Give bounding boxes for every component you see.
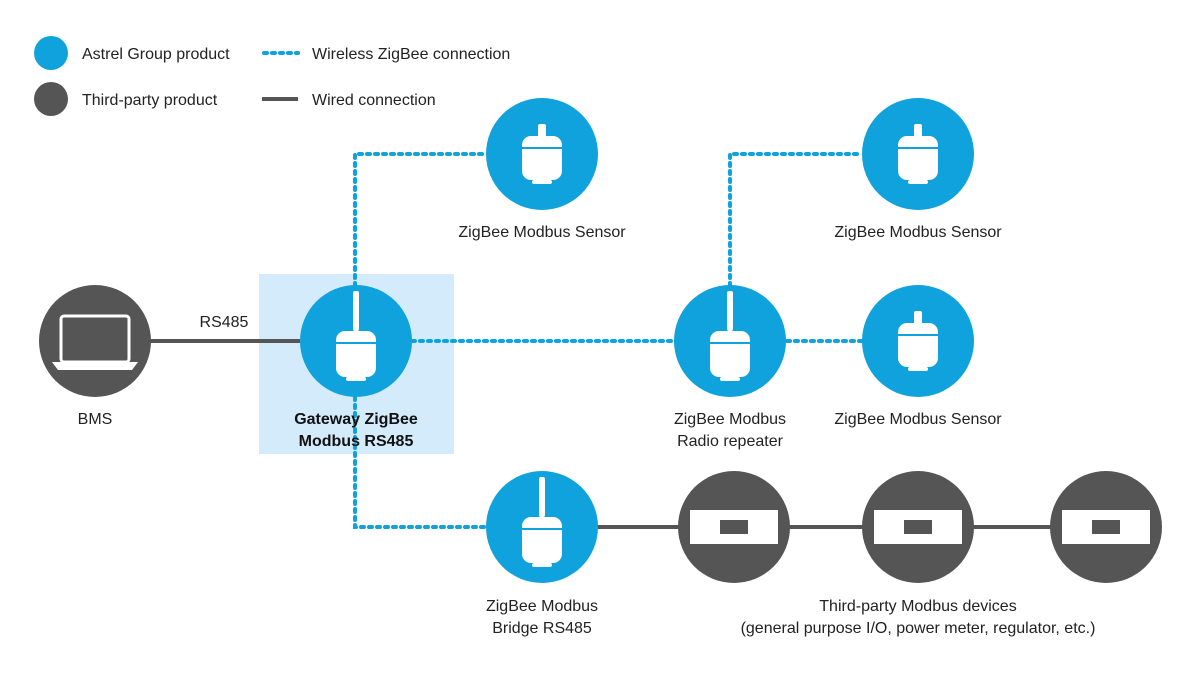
sensor-top-left-label: ZigBee Modbus Sensor bbox=[458, 224, 626, 241]
zigbee-gateway-sensor-top-left bbox=[353, 152, 487, 288]
sensor-mid-right-label: ZigBee Modbus Sensor bbox=[834, 411, 1002, 428]
third-party-label-line2: (general purpose I/O, power meter, regul… bbox=[741, 620, 1096, 637]
legend-third-party-swatch bbox=[34, 82, 68, 116]
sensor-top-right-node bbox=[862, 98, 974, 210]
wireless-connections bbox=[353, 152, 864, 529]
sensor-top-left-node bbox=[486, 98, 598, 210]
third-party-label-line1: Third-party Modbus devices bbox=[819, 598, 1016, 615]
sensor-mid-right-node bbox=[862, 285, 974, 397]
bridge-label-line2: Bridge RS485 bbox=[492, 620, 592, 637]
third-party-device-3 bbox=[1050, 471, 1162, 583]
bms-node bbox=[39, 285, 151, 397]
third-party-device-1 bbox=[678, 471, 790, 583]
bms-label: BMS bbox=[78, 411, 113, 428]
legend-wireless-label: Wireless ZigBee connection bbox=[312, 46, 510, 63]
modbus-device-icon bbox=[874, 510, 962, 544]
repeater-node bbox=[674, 285, 786, 397]
repeater-label-line1: ZigBee Modbus bbox=[674, 411, 786, 428]
third-party-device-2 bbox=[862, 471, 974, 583]
zigbee-gateway-bridge bbox=[353, 395, 488, 529]
sensor-top-right-label: ZigBee Modbus Sensor bbox=[834, 224, 1002, 241]
modbus-device-icon bbox=[690, 510, 778, 544]
gateway-node bbox=[300, 285, 412, 397]
wired-connections bbox=[150, 339, 1055, 529]
legend-wired-label: Wired connection bbox=[312, 92, 436, 109]
legend-astrel-swatch bbox=[34, 36, 68, 70]
bridge-node bbox=[486, 471, 598, 583]
legend-third-party-label: Third-party product bbox=[82, 92, 218, 109]
zigbee-repeater-sensor-top-right bbox=[728, 152, 864, 288]
repeater-label-line2: Radio repeater bbox=[677, 433, 784, 450]
rs485-label: RS485 bbox=[200, 314, 249, 331]
bridge-label-line1: ZigBee Modbus bbox=[486, 598, 598, 615]
modbus-device-icon bbox=[1062, 510, 1150, 544]
legend-astrel-label: Astrel Group product bbox=[82, 46, 230, 63]
gateway-label-line1: Gateway ZigBee bbox=[294, 411, 418, 428]
laptop-icon bbox=[52, 314, 138, 370]
legend: Astrel Group product Third-party product… bbox=[34, 36, 510, 116]
gateway-label-line2: Modbus RS485 bbox=[299, 433, 414, 450]
